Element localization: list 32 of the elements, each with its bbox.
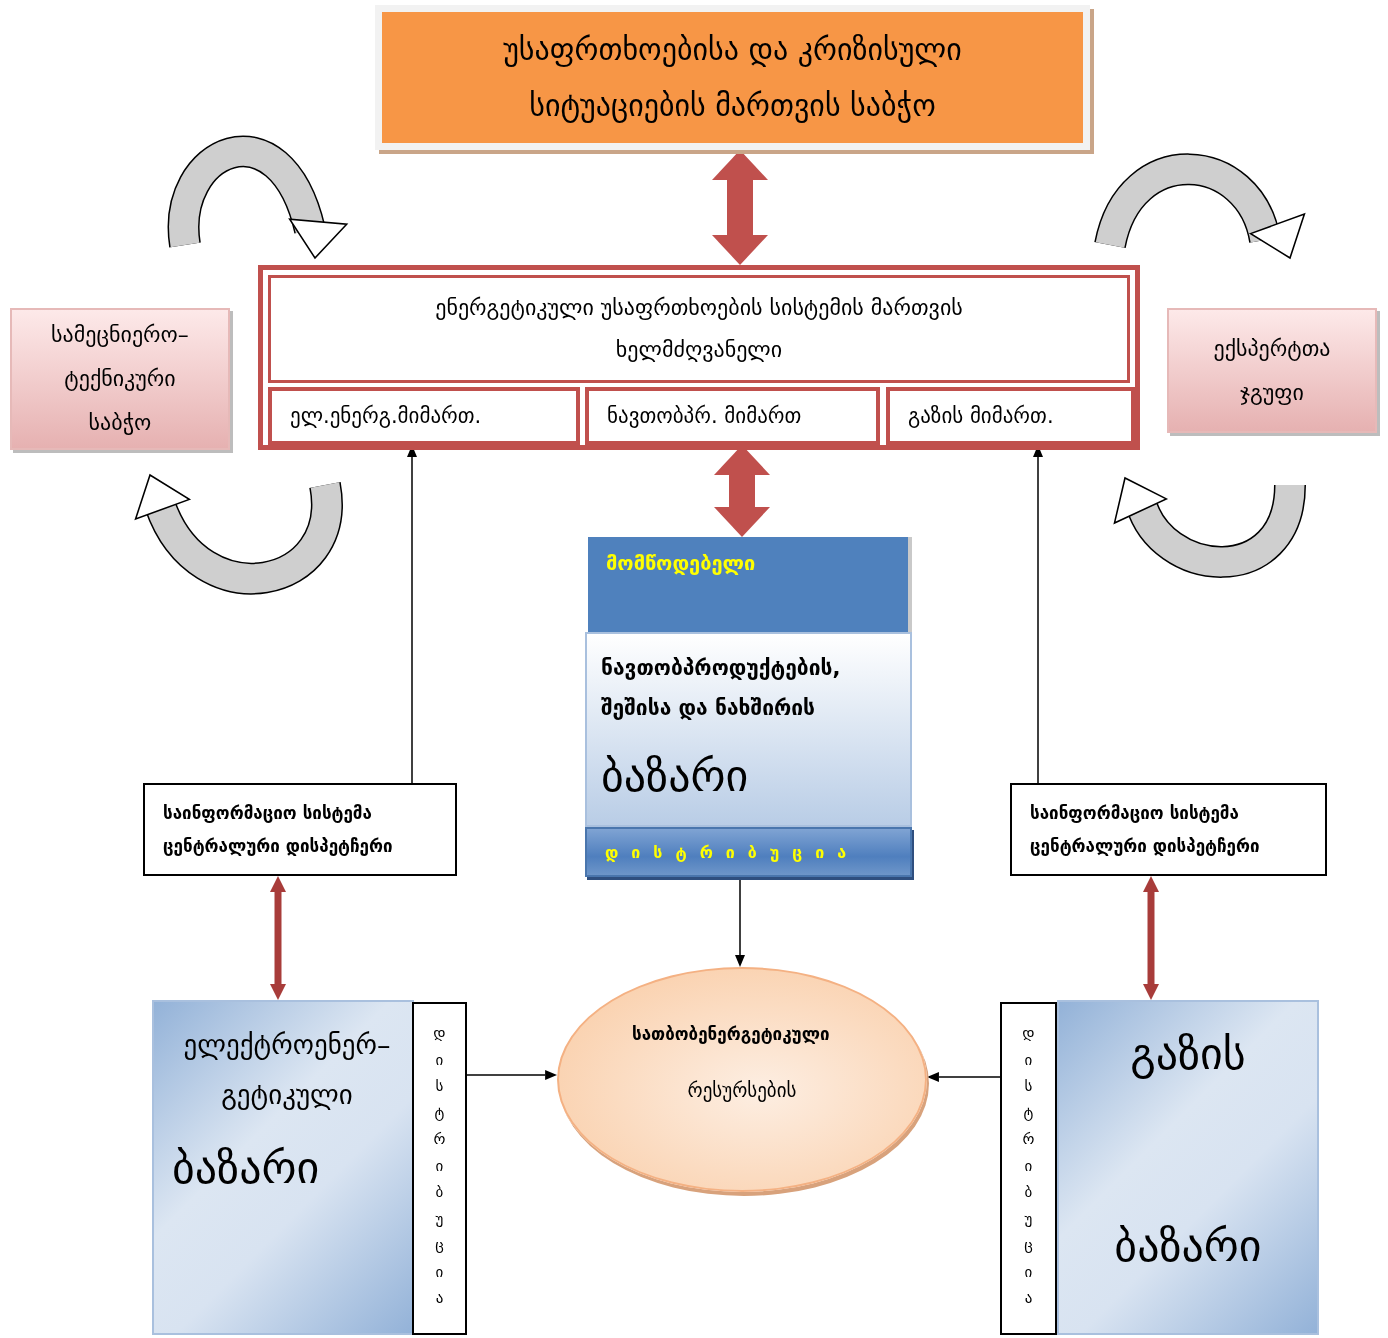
department-box: გაზის მიმართ. <box>886 387 1135 445</box>
department-box: ნავთობპრ. მიმართ <box>585 387 880 445</box>
arrow <box>270 876 286 1000</box>
market-box <box>152 1000 414 1335</box>
advisory-box: სამეცნიერო– ტექნიკური საბჭო <box>10 308 230 450</box>
market-box <box>1057 1000 1319 1335</box>
arrow <box>926 1072 1001 1082</box>
ellipse-text: სათბობენერგეტიკული <box>632 1023 831 1046</box>
advisory-box: ექსპერტთა ჯგუფი <box>1167 308 1377 433</box>
manager-heading: ენერგეტიკული უსაფრთხოების სისტემის მართვის ხელმძღვანელი <box>268 275 1130 383</box>
distribution-label: დისტრიბუცია <box>1021 1023 1036 1309</box>
info-system-box: საინფორმაციო სისტემა ცენტრალური დისპეტჩერი <box>143 783 457 876</box>
market-subtitle: ნავთობპროდუქტების, შეშისა და ნახშირის <box>601 655 842 722</box>
market-subtitle: გაზის <box>1130 1027 1246 1081</box>
council-title: უსაფრთხოებისა და კრიზისული სიტუაციების მართვის საბჭო <box>502 30 963 125</box>
department-box: ელ.ენერგ.მიმართ. <box>268 387 580 445</box>
market-title: ბაზარი <box>172 1142 320 1193</box>
distribution-label: დისტრიბუცია <box>432 1023 447 1309</box>
market-title: ბაზარი <box>601 750 750 801</box>
arrow <box>1143 876 1159 1000</box>
supplier-title: მომწოდებელი <box>606 551 756 575</box>
manager-frame <box>258 265 1140 450</box>
market-box <box>585 632 912 827</box>
arrow <box>466 1070 558 1080</box>
distribution-band <box>585 827 912 877</box>
distribution-column <box>412 1002 467 1335</box>
market-title: ბაზარი <box>1114 1220 1262 1271</box>
distribution-column <box>1000 1002 1057 1335</box>
distribution-label: დისტრიბუცია <box>605 842 860 862</box>
ellipse-text: რესურსების <box>687 1079 797 1101</box>
info-system-box: საინფორმაციო სისტემა ცენტრალური დისპეტჩერი <box>1010 783 1327 876</box>
market-subtitle: ელექტროენერ– გეტიკული <box>182 1028 392 1112</box>
